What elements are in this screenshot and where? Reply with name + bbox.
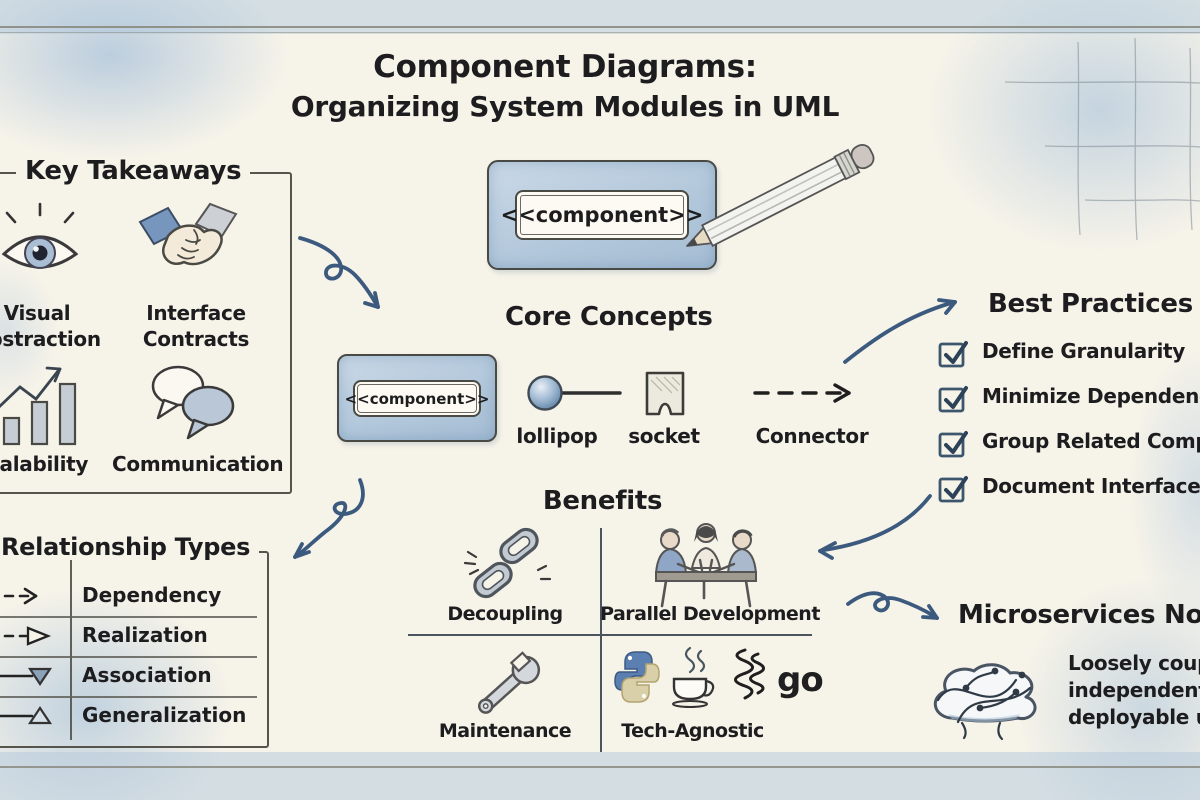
wrench-icon <box>477 651 541 714</box>
connector-label: Connector <box>755 424 869 448</box>
dashed-connector-icon <box>753 383 851 403</box>
relationship-row-separator <box>0 616 257 618</box>
team-collaboration-icon <box>655 523 757 608</box>
solid-hollow-triangle-marker-icon <box>0 706 53 725</box>
hero-component-inner-box: <<component>> <box>501 190 703 240</box>
checkbox-icon <box>938 386 968 413</box>
best-practices-title: Best Practices <box>988 289 1193 319</box>
best-practice-item-4: Document Interfaces <box>982 474 1200 498</box>
handshake-icon <box>138 202 238 266</box>
arrow-to-best-practices <box>843 298 957 364</box>
relationship-label-realization: Realization <box>82 623 208 647</box>
microservices-note-line1: Loosely coupled <box>1068 651 1200 675</box>
main-title: Component Diagrams: Organizing System Mo… <box>265 46 865 126</box>
core-component-stereotype: <<component>> <box>344 389 490 408</box>
microservices-title: Microservices Notation <box>958 600 1200 630</box>
relationship-row-separator <box>0 696 257 698</box>
main-title-line2: Organizing System Modules in UML <box>290 90 840 123</box>
wash-top-strip <box>0 0 1200 34</box>
arrow-to-relationship-types <box>293 478 365 559</box>
sketch-grid <box>1004 37 1200 241</box>
frame-top-line <box>0 26 1200 28</box>
tech-logos-icon: go <box>614 646 824 708</box>
relationship-label-generalization: Generalization <box>82 703 247 727</box>
lollipop-label: lollipop <box>516 424 598 448</box>
microservices-note-line3: deployable units <box>1068 705 1200 729</box>
benefits-divider-horizontal <box>408 634 812 637</box>
frame-bottom-line <box>0 766 1200 768</box>
dashed-hollow-triangle-marker-icon <box>0 626 52 646</box>
checkbox-icon <box>938 476 968 503</box>
relationship-label-association: Association <box>82 663 212 687</box>
arrow-to-benefits <box>818 494 932 560</box>
best-practice-item-2: Minimize Dependencies <box>982 384 1200 408</box>
checkbox-icon <box>938 431 968 458</box>
key-takeaway-label-visual-abstraction: Visual Abstraction <box>0 301 101 351</box>
speech-bubbles-icon <box>151 365 235 440</box>
eye-icon <box>1 202 79 269</box>
frame-top-line-2 <box>0 31 1200 33</box>
dashed-arrow-marker-icon <box>0 587 38 605</box>
socket-label: socket <box>628 424 700 448</box>
pencil-icon <box>686 143 875 248</box>
main-title-line1: Component Diagrams: <box>373 49 757 85</box>
microservices-note-line2: independently <box>1068 678 1200 702</box>
benefit-label-tech-agnostic: Tech-Agnostic <box>621 720 764 742</box>
cloud-network-icon <box>933 663 1037 741</box>
key-takeaways-title: Key Takeaways <box>16 156 251 186</box>
go-logo: go <box>777 660 823 700</box>
socket-icon <box>645 371 685 416</box>
core-concepts-title: Core Concepts <box>505 302 713 332</box>
key-takeaway-label-communication: Communication <box>112 452 284 476</box>
broken-chain-icon <box>463 527 552 599</box>
python-logo <box>614 651 660 703</box>
solid-filled-triangle-marker-icon <box>0 667 53 686</box>
benefit-label-parallel-development: Parallel Development <box>600 603 820 625</box>
arrow-takeaways-to-component <box>298 236 380 309</box>
java-logo <box>672 646 715 708</box>
growth-chart-icon <box>0 366 77 446</box>
core-component-inner-box: <<component>> <box>345 380 489 417</box>
benefit-label-maintenance: Maintenance <box>438 720 572 742</box>
checkbox-icon <box>938 341 968 368</box>
relationship-row-separator <box>0 656 257 658</box>
lollipop-icon <box>527 375 622 411</box>
benefits-title: Benefits <box>542 486 663 516</box>
wash-top-left <box>0 0 290 160</box>
microservices-note: Loosely coupled independently deployable… <box>1068 650 1200 731</box>
relationship-divider-vertical <box>70 560 72 740</box>
best-practice-item-3: Group Related Components <box>982 429 1200 453</box>
key-takeaway-label-scalability: Scalability <box>0 452 89 476</box>
relationship-label-dependency: Dependency <box>82 583 222 607</box>
best-practice-item-1: Define Granularity <box>982 339 1186 363</box>
wash-bottom-strip <box>0 752 1200 800</box>
arrow-to-microservices <box>846 591 939 620</box>
benefits-divider-vertical <box>600 528 603 752</box>
benefit-label-decoupling: Decoupling <box>447 603 563 625</box>
script-logo <box>734 648 765 700</box>
relationship-types-title: Relationship Types <box>0 533 260 561</box>
key-takeaway-label-interface-contracts: Interface Contracts <box>142 301 250 351</box>
hero-component-stereotype: <<component>> <box>500 203 704 227</box>
